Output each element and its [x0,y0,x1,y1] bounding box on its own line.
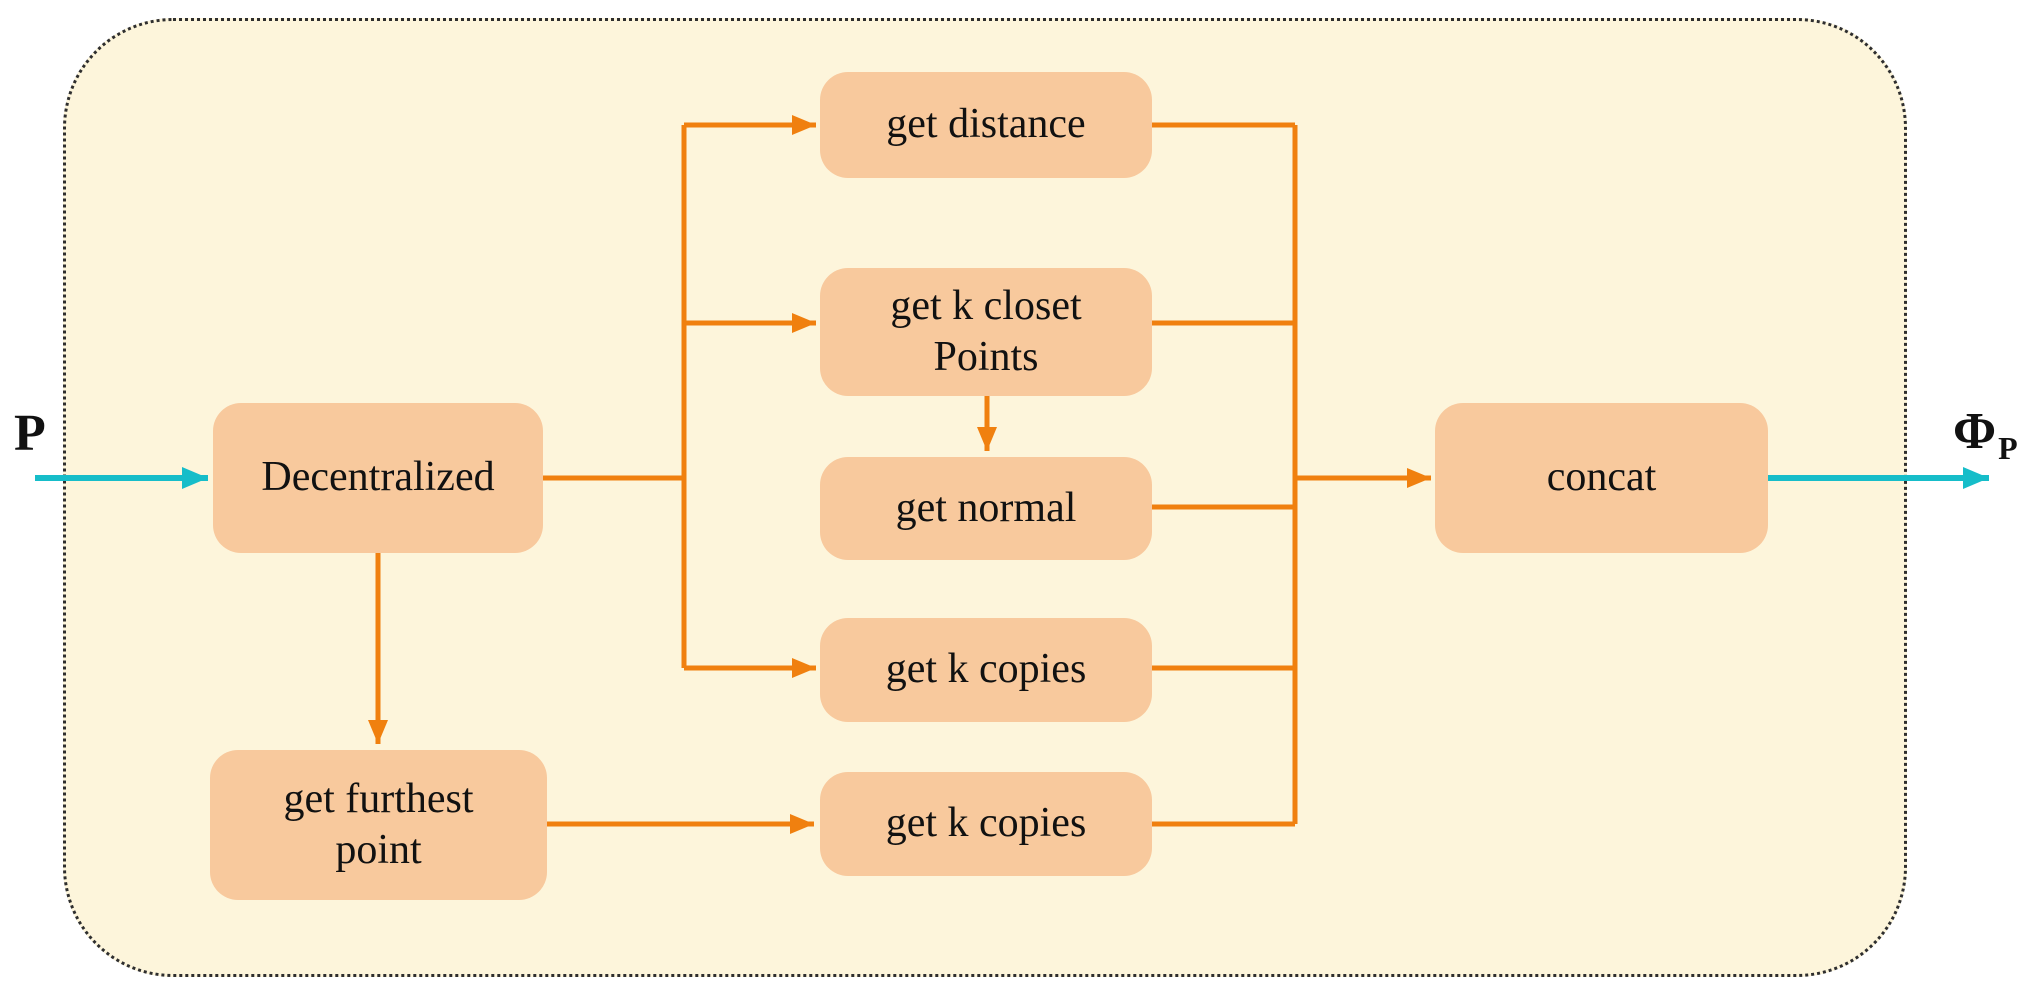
output-label-phi-p: Φ P [1953,403,2018,466]
node-concat: concat [1435,403,1768,553]
node-decentralized-label: Decentralized [261,454,495,501]
node-decentralized: Decentralized [213,403,543,553]
node-get-distance: get distance [820,72,1152,178]
node-get-normal: get normal [820,457,1152,560]
node-concat-label: concat [1546,454,1657,501]
node-get-k-copies-top-label: get k copies [885,646,1087,693]
node-get-distance-label: get distance [886,101,1086,148]
node-get-furthest-point-label: get furthest point [283,775,474,873]
node-get-k-copies-bottom-label: get k copies [885,800,1087,847]
output-label-phi: Φ [1953,403,1997,460]
node-get-k-copies-top: get k copies [820,618,1152,722]
output-label-phi-subscript: P [1998,430,2018,466]
node-get-normal-label: get normal [895,484,1077,531]
node-get-k-copies-bottom: get k copies [820,772,1152,876]
node-get-k-closest-points: get k closet Points [820,268,1152,396]
node-get-k-closest-points-label: get k closet Points [890,282,1082,380]
input-label-p: P [14,405,46,462]
node-get-furthest-point: get furthest point [210,750,547,900]
